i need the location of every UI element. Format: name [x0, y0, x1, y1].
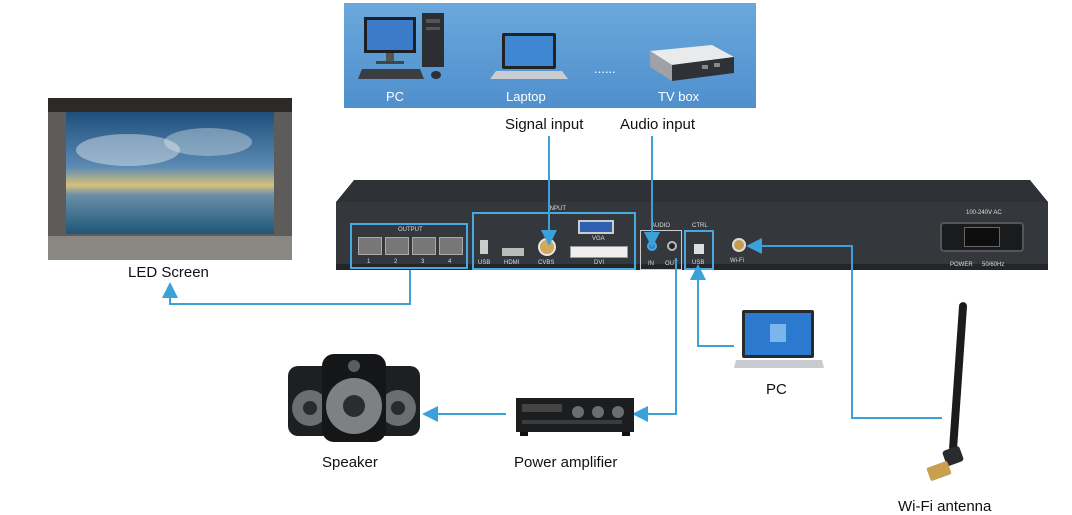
audio-out-port[interactable]	[667, 241, 677, 251]
amplifier-line	[632, 258, 677, 422]
vga-input-port[interactable]	[578, 220, 614, 234]
tv-box-icon	[650, 45, 734, 81]
output-port-1-label: 1	[367, 259, 371, 265]
ctrl-title: CTRL	[692, 223, 708, 229]
output-port-1[interactable]	[358, 237, 382, 255]
power-amplifier-icon	[516, 398, 634, 436]
wifi-antenna-icon	[926, 302, 968, 481]
output-port-3-label: 3	[421, 259, 425, 265]
power-amplifier-label: Power amplifier	[514, 454, 618, 471]
led-output-line	[162, 270, 411, 305]
vga-input-label: VGA	[592, 236, 605, 242]
input-title: INPUT	[548, 206, 566, 212]
output-port-4[interactable]	[439, 237, 463, 255]
audio-out-label: OUT	[665, 261, 678, 267]
ctrl-usb-port[interactable]	[694, 244, 704, 254]
dvi-input-port[interactable]	[570, 246, 628, 258]
ctrl-usb-label: USB	[692, 260, 705, 266]
output-port-3[interactable]	[412, 237, 436, 255]
wifi-antenna-label: Wi-Fi antenna	[898, 498, 992, 515]
cvbs-input-label: CVBS	[538, 260, 555, 266]
output-port-2[interactable]	[385, 237, 409, 255]
output-title: OUTPUT	[398, 227, 423, 233]
source-laptop-label: Laptop	[506, 89, 546, 104]
audio-in-label: IN	[648, 261, 654, 267]
wifi-port[interactable]	[732, 238, 746, 252]
source-tv-box-label: TV box	[658, 89, 700, 104]
wifi-line	[746, 238, 942, 419]
speaker-label: Speaker	[322, 454, 378, 471]
signal-input-label: Signal input	[505, 116, 584, 133]
source-pc-label: PC	[386, 89, 405, 104]
hdmi-input-port[interactable]	[502, 248, 524, 256]
audio-input-label: Audio input	[620, 116, 696, 133]
led-screen-label: LED Screen	[128, 264, 209, 281]
audio-title: AUDIO	[651, 223, 671, 229]
led-screen-photo	[48, 98, 292, 260]
output-port-4-label: 4	[448, 259, 452, 265]
power-socket	[964, 227, 1000, 247]
dvi-input-label: DVI	[594, 260, 605, 266]
output-port-group: OUTPUT 1 2 3 4	[350, 223, 468, 269]
power-label: POWER	[950, 262, 973, 268]
control-pc-laptop-icon	[734, 310, 824, 368]
power-freq-label: 50/60Hz	[982, 262, 1005, 268]
hdmi-input-label: HDMI	[504, 260, 520, 266]
usb-input-port[interactable]	[480, 240, 488, 254]
desktop-pc-icon	[358, 13, 444, 79]
control-pc-label: PC	[766, 381, 787, 398]
output-port-2-label: 2	[394, 259, 398, 265]
pc-ctrl-line	[690, 264, 734, 347]
usb-input-label: USB	[478, 260, 491, 266]
source-ellipsis: ......	[594, 61, 616, 76]
laptop-icon	[490, 33, 568, 79]
speaker-set-icon	[288, 354, 420, 442]
source-devices-panel: PC Laptop ...... TV box	[344, 3, 756, 108]
power-spec-label: 100-240V AC	[966, 210, 1002, 216]
wifi-port-label: Wi-Fi	[730, 258, 744, 264]
power-inlet[interactable]	[940, 222, 1024, 252]
